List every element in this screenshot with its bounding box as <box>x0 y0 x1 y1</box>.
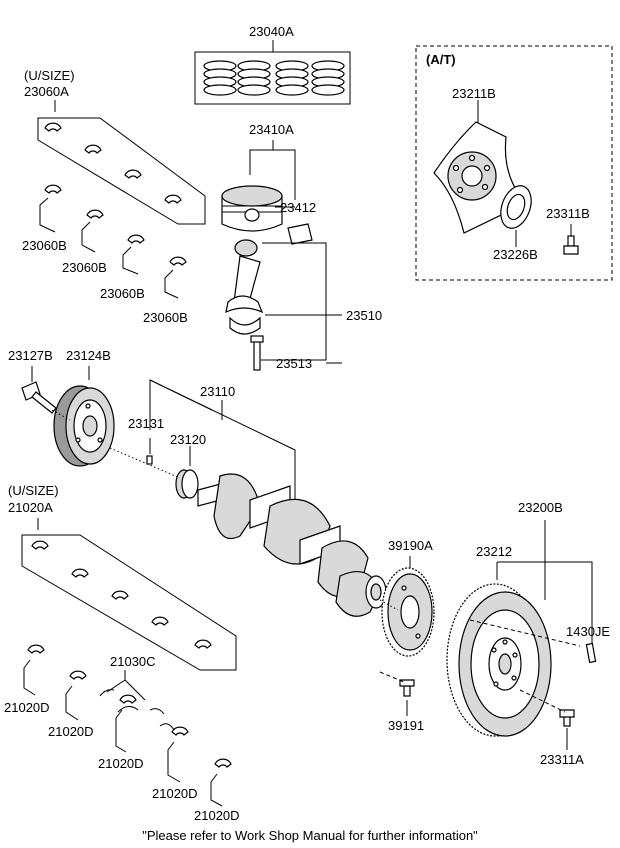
label-23060B-2: 23060B <box>62 260 107 275</box>
label-23226B: 23226B <box>493 247 538 262</box>
label-usize-top: (U/SIZE) <box>24 68 75 83</box>
crankshaft-23110 <box>109 379 387 617</box>
bearing-pieces-23060B <box>39 184 187 299</box>
label-23110: 23110 <box>200 384 235 399</box>
connecting-rod-23510 <box>225 239 342 371</box>
piston-ring-set-23040A <box>194 40 351 105</box>
label-23127B: 23127B <box>8 348 53 363</box>
label-23120: 23120 <box>170 432 206 447</box>
label-21020D-3: 21020D <box>98 756 144 771</box>
label-usize-bottom: (U/SIZE) <box>8 483 59 498</box>
label-21020D-4: 21020D <box>152 786 198 801</box>
flywheel-23200B <box>379 520 597 750</box>
crank-pulley-23124B <box>21 366 115 467</box>
label-23131: 23131 <box>128 416 164 431</box>
label-23510: 23510 <box>346 308 382 323</box>
label-23060B-1: 23060B <box>22 238 67 253</box>
label-21020A: 21020A <box>8 500 53 515</box>
label-23060B-4: 23060B <box>143 310 188 325</box>
label-23311B: 23311B <box>546 206 590 221</box>
label-23212: 23212 <box>476 544 512 559</box>
label-23412: 23412 <box>280 200 316 215</box>
label-23211B: 23211B <box>452 86 496 101</box>
label-23060A: 23060A <box>24 84 69 99</box>
label-23513: 23513 <box>276 356 312 371</box>
label-39190A: 39190A <box>388 538 433 553</box>
label-23200B: 23200B <box>518 500 563 515</box>
piston-23410A <box>221 140 313 245</box>
label-23311A: 23311A <box>540 752 584 767</box>
part-labels: 23040A (U/SIZE) 23060A 23410A 23412 2306… <box>4 24 610 823</box>
bearing-set-21020A <box>21 518 237 671</box>
ring-gear-39190A <box>379 556 435 657</box>
label-23410A: 23410A <box>249 122 294 137</box>
label-21020D-5: 21020D <box>194 808 240 823</box>
label-1430JE: 1430JE <box>566 624 610 639</box>
label-21020D-1: 21020D <box>4 700 50 715</box>
footer-note: "Please refer to Work Shop Manual for fu… <box>142 828 478 843</box>
bearing-pieces-21020D <box>23 644 232 807</box>
label-23040A: 23040A <box>249 24 294 39</box>
label-23060B-3: 23060B <box>100 286 145 301</box>
automatic-transmission-box <box>415 45 613 281</box>
label-23124B: 23124B <box>66 348 111 363</box>
label-21020D-2: 21020D <box>48 724 94 739</box>
bearing-set-23060A <box>37 100 206 225</box>
label-at: (A/T) <box>426 52 456 67</box>
label-21030C: 21030C <box>110 654 156 669</box>
label-39191: 39191 <box>388 718 424 733</box>
